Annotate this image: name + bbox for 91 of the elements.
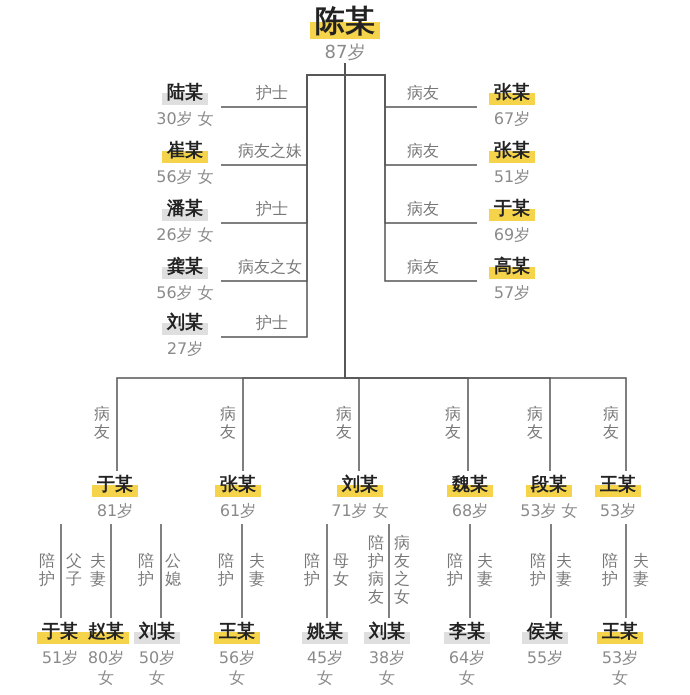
person-name: 王某 xyxy=(597,620,643,644)
person-name: 于某 xyxy=(489,197,535,221)
role-label: 陪护 xyxy=(530,552,546,588)
person-name: 王某 xyxy=(595,473,641,497)
connector-line xyxy=(625,524,627,618)
age-text: 26岁 女 xyxy=(155,225,215,245)
person-name: 王某 xyxy=(214,620,260,644)
role-label: 陪护 xyxy=(602,552,618,588)
relation-label: 病友 xyxy=(407,84,439,102)
person-name: 侯某 xyxy=(522,620,568,644)
age-text: 51岁 xyxy=(492,167,532,187)
age-text: 64岁女 xyxy=(448,648,486,688)
role-label: 陪护 xyxy=(218,552,234,588)
relation-label: 病友 xyxy=(526,405,544,441)
age-text: 27岁 xyxy=(166,339,204,359)
role-label: 陪护 xyxy=(304,552,320,588)
relation-label: 夫妻 xyxy=(556,552,572,588)
person-name: 崔某 xyxy=(162,139,208,163)
relation-label: 夫妻 xyxy=(90,552,106,588)
person-name: 于某 xyxy=(37,620,83,644)
connector-line xyxy=(160,524,162,618)
person-name: 龚某 xyxy=(162,255,208,279)
connector-line xyxy=(110,524,112,618)
age-text: 56岁 女 xyxy=(155,167,215,187)
relation-label: 病友 xyxy=(336,405,352,441)
age-text: 87岁 xyxy=(324,43,366,63)
connector-line xyxy=(550,524,552,618)
relation-label: 病友之女 xyxy=(394,534,410,606)
age-text: 50岁女 xyxy=(138,648,176,688)
role-label: 陪护 xyxy=(446,552,464,588)
age-text: 67岁 xyxy=(492,109,532,129)
relation-label: 母女 xyxy=(332,552,350,588)
connector-line xyxy=(388,524,390,618)
person-name: 刘某 xyxy=(134,620,180,644)
person-name: 潘某 xyxy=(162,197,208,221)
age-text: 57岁 xyxy=(492,283,532,303)
person-name: 赵某 xyxy=(83,620,129,644)
age-text: 55岁 xyxy=(526,648,564,668)
relation-label: 护士 xyxy=(256,200,288,218)
person-name: 刘某 xyxy=(364,620,410,644)
relation-label: 病友 xyxy=(94,405,110,441)
person-name: 张某 xyxy=(489,139,535,163)
role-label: 陪护 xyxy=(38,552,56,588)
person-name: 于某 xyxy=(92,473,138,497)
person-name: 段某 xyxy=(526,473,572,497)
age-text: 56岁女 xyxy=(218,648,256,688)
relation-label: 病友之女 xyxy=(238,258,302,276)
relation-label: 父子 xyxy=(66,552,82,588)
relation-label: 护士 xyxy=(256,314,288,332)
person-name: 魏某 xyxy=(447,473,493,497)
role-label: 陪护病友 xyxy=(368,534,384,606)
age-text: 80岁女 xyxy=(86,648,126,688)
relation-label: 病友 xyxy=(602,405,620,441)
age-text: 53岁 xyxy=(598,501,638,521)
relation-label: 病友 xyxy=(220,405,236,441)
person-name: 张某 xyxy=(489,81,535,105)
age-text: 30岁 女 xyxy=(155,109,215,129)
relation-label: 夫妻 xyxy=(632,552,650,588)
relation-label: 夫妻 xyxy=(248,552,266,588)
relation-label: 病友之妹 xyxy=(238,142,302,160)
age-text: 61岁 xyxy=(218,501,258,521)
person-name: 李某 xyxy=(444,620,490,644)
relation-label: 病友 xyxy=(407,200,439,218)
age-text: 53岁女 xyxy=(600,648,640,688)
role-label: 陪护 xyxy=(138,552,154,588)
connector-line xyxy=(469,524,471,618)
relation-label: 病友 xyxy=(407,142,439,160)
connector-line xyxy=(241,524,243,618)
age-text: 69岁 xyxy=(492,225,532,245)
person-name: 刘某 xyxy=(162,311,208,335)
age-text: 53岁 女 xyxy=(519,501,579,521)
relation-label: 病友 xyxy=(407,258,439,276)
relation-label: 公媳 xyxy=(164,552,182,588)
age-text: 68岁 xyxy=(450,501,490,521)
age-text: 56岁 女 xyxy=(155,283,215,303)
connector-line xyxy=(326,524,328,618)
person-name: 张某 xyxy=(215,473,261,497)
age-text: 51岁 xyxy=(40,648,80,668)
relation-label: 夫妻 xyxy=(476,552,494,588)
connector-line xyxy=(344,63,627,471)
person-name: 刘某 xyxy=(337,473,383,497)
person-name: 姚某 xyxy=(302,620,348,644)
connector-line xyxy=(60,524,62,618)
age-text: 45岁女 xyxy=(306,648,344,688)
person-name: 陆某 xyxy=(162,81,208,105)
age-text: 71岁 女 xyxy=(330,501,390,521)
age-text: 38岁女 xyxy=(368,648,406,688)
relation-label: 护士 xyxy=(256,84,288,102)
age-text: 81岁 xyxy=(96,501,134,521)
relation-label: 病友 xyxy=(444,405,462,441)
person-name: 高某 xyxy=(489,255,535,279)
